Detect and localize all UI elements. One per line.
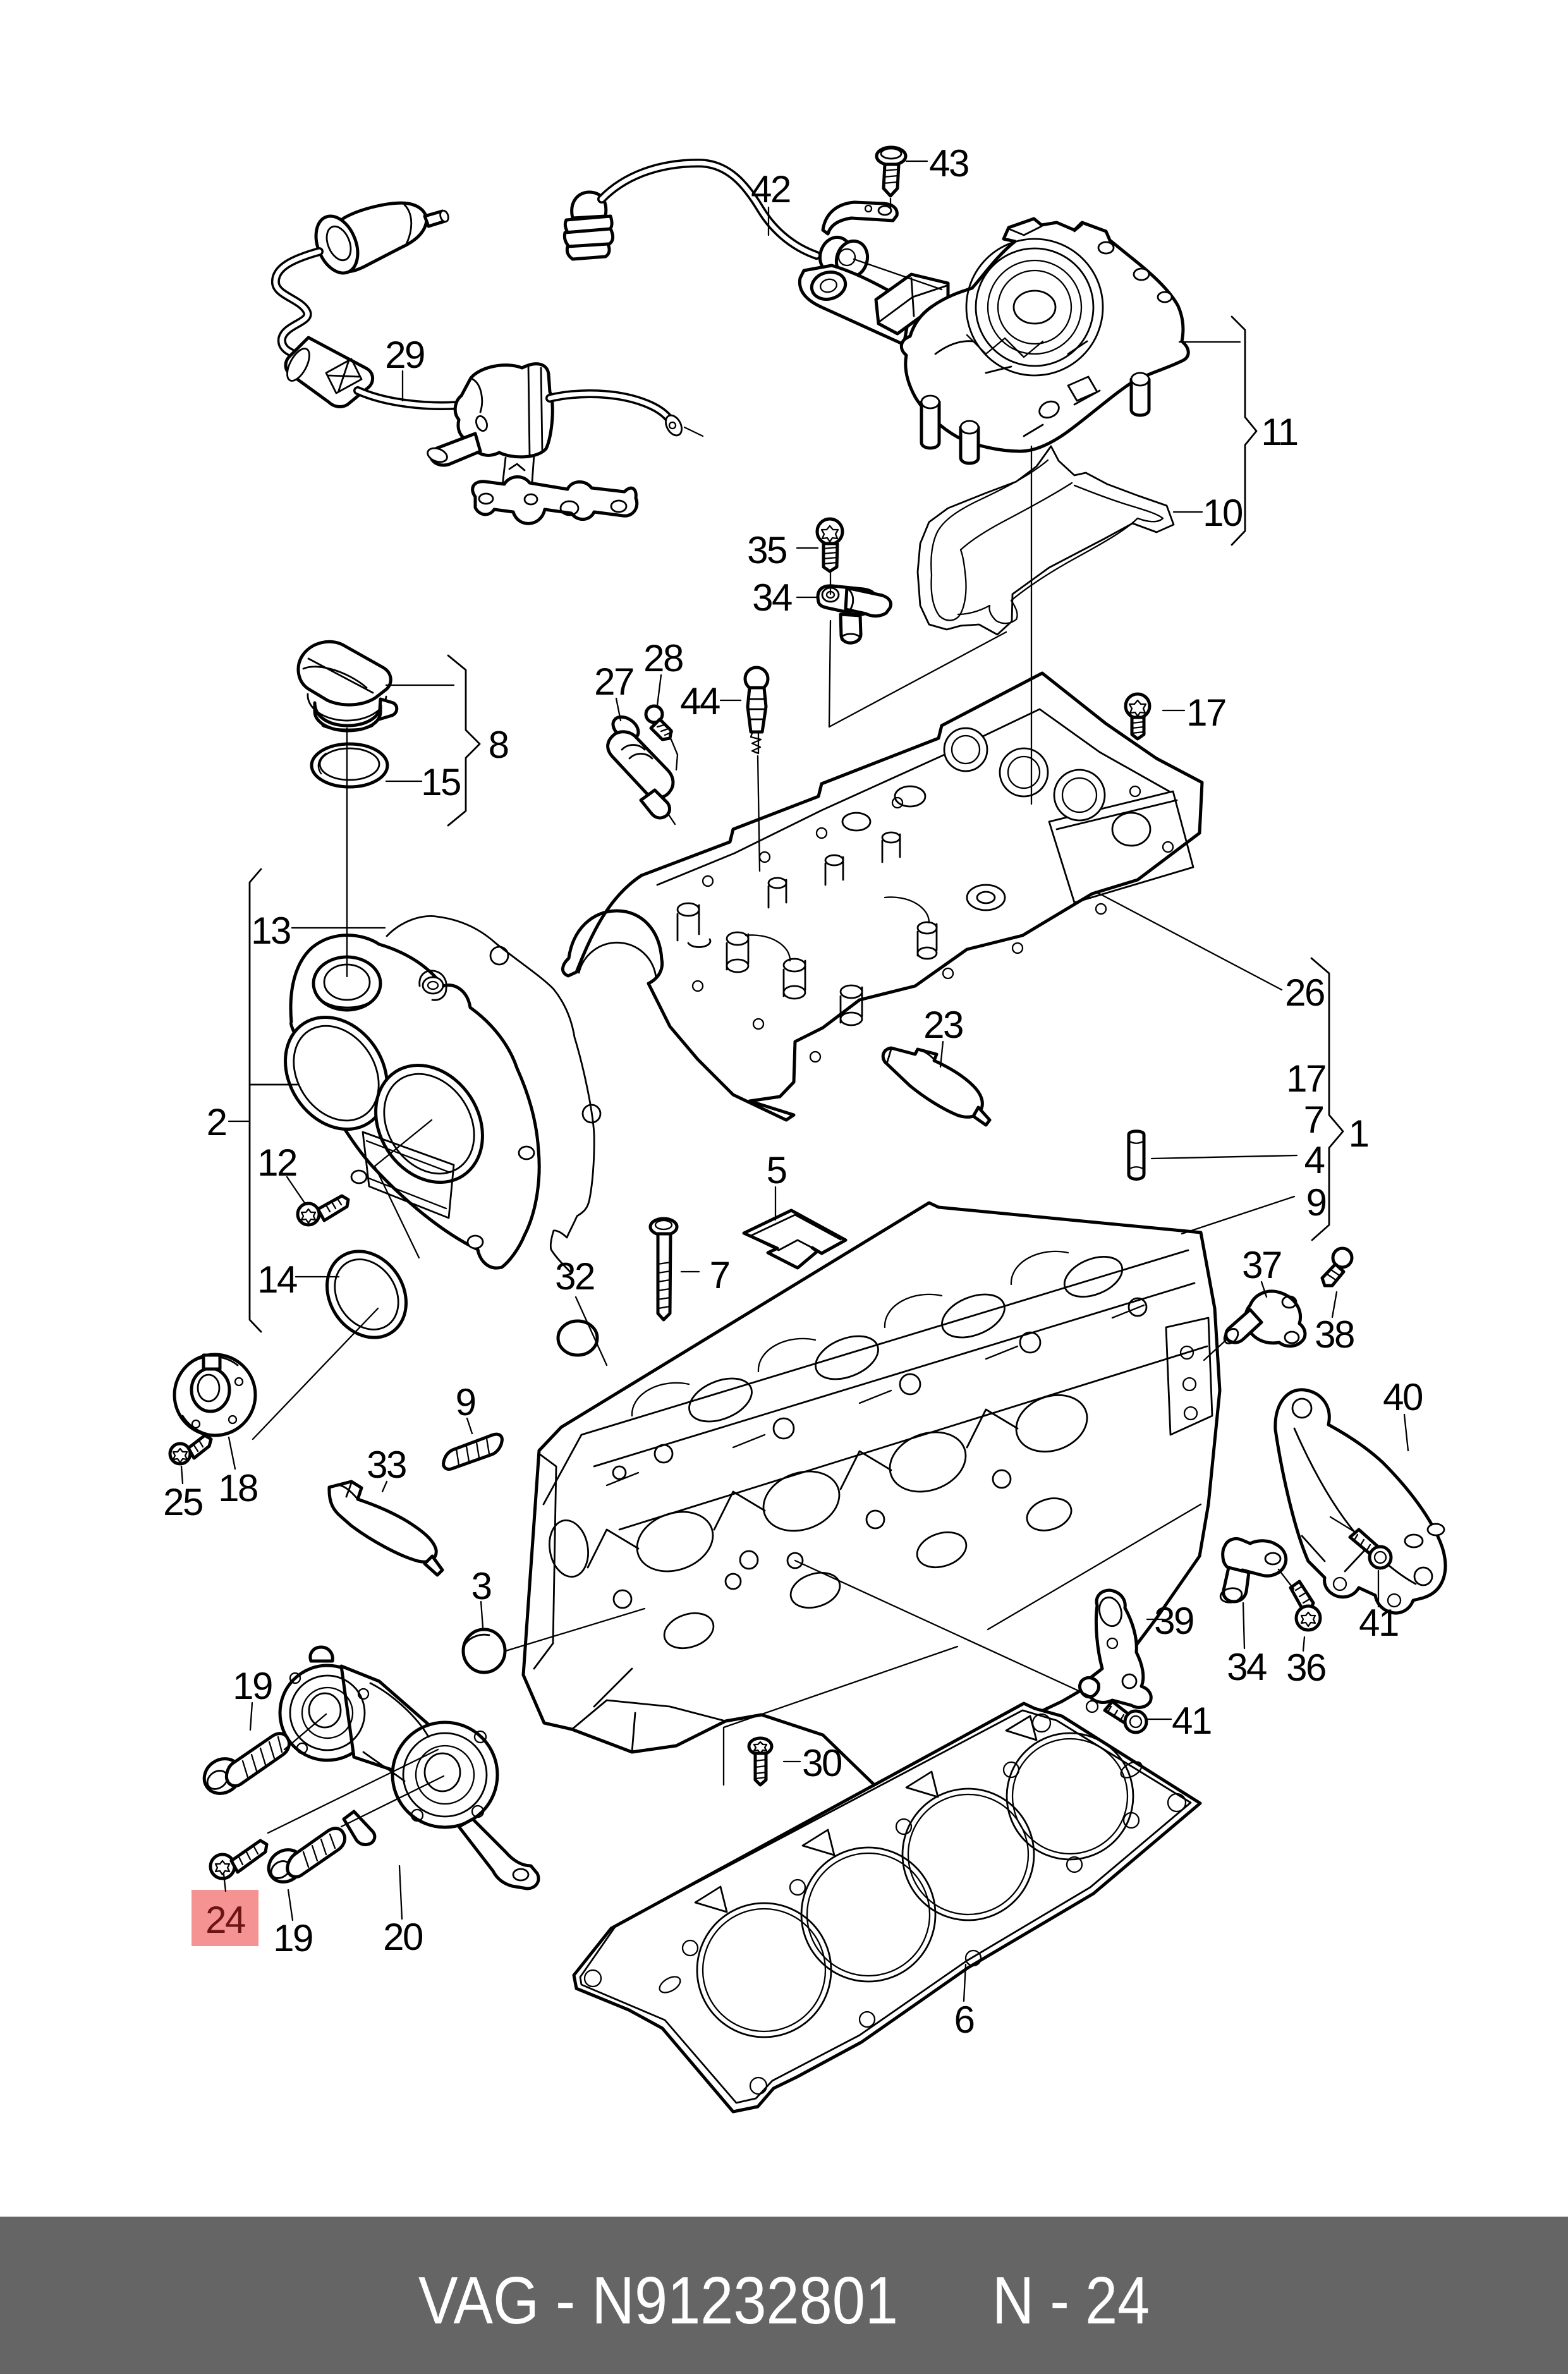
svg-text:8: 8 — [489, 724, 508, 766]
svg-text:19: 19 — [273, 1917, 312, 1959]
svg-text:41: 41 — [1172, 1700, 1211, 1742]
svg-text:25: 25 — [163, 1481, 202, 1523]
svg-text:9: 9 — [456, 1381, 475, 1423]
svg-text:27: 27 — [594, 660, 633, 703]
svg-text:10: 10 — [1203, 492, 1243, 534]
svg-text:6: 6 — [954, 1999, 974, 2041]
svg-text:23: 23 — [923, 1004, 963, 1046]
svg-text:11: 11 — [1261, 411, 1297, 453]
svg-text:7: 7 — [1304, 1099, 1323, 1141]
svg-text:39: 39 — [1154, 1600, 1193, 1642]
svg-text:3: 3 — [471, 1565, 491, 1607]
svg-text:30: 30 — [802, 1742, 842, 1784]
svg-text:14: 14 — [257, 1258, 297, 1301]
svg-text:40: 40 — [1383, 1376, 1423, 1418]
svg-text:15: 15 — [421, 761, 460, 803]
svg-text:34: 34 — [752, 576, 792, 619]
svg-text:20: 20 — [383, 1916, 423, 1958]
svg-text:17: 17 — [1186, 691, 1225, 734]
svg-text:38: 38 — [1315, 1313, 1354, 1356]
svg-text:13: 13 — [251, 910, 290, 952]
svg-text:34: 34 — [1227, 1646, 1267, 1688]
svg-text:1: 1 — [1349, 1112, 1368, 1155]
svg-text:37: 37 — [1242, 1244, 1281, 1286]
svg-text:43: 43 — [929, 142, 968, 185]
svg-text:44: 44 — [680, 680, 720, 722]
svg-text:2: 2 — [207, 1101, 226, 1143]
svg-text:24: 24 — [205, 1899, 245, 1941]
svg-text:9: 9 — [1306, 1181, 1326, 1224]
svg-text:41: 41 — [1359, 1602, 1398, 1644]
svg-text:32: 32 — [555, 1255, 594, 1298]
svg-text:18: 18 — [218, 1467, 257, 1509]
svg-text:28: 28 — [643, 637, 683, 679]
svg-text:42: 42 — [751, 168, 790, 210]
svg-text:VAG - N91232801: VAG - N91232801 — [418, 2263, 898, 2338]
svg-text:35: 35 — [747, 529, 786, 571]
svg-text:12: 12 — [257, 1141, 296, 1184]
svg-text:N - 24: N - 24 — [992, 2263, 1150, 2338]
svg-text:29: 29 — [385, 334, 424, 376]
svg-text:26: 26 — [1285, 971, 1324, 1014]
svg-text:17: 17 — [1286, 1057, 1325, 1100]
svg-text:5: 5 — [767, 1149, 786, 1191]
svg-text:36: 36 — [1286, 1647, 1325, 1689]
svg-text:19: 19 — [233, 1665, 272, 1707]
svg-text:33: 33 — [367, 1444, 406, 1486]
svg-text:4: 4 — [1304, 1139, 1325, 1181]
svg-text:7: 7 — [710, 1254, 729, 1296]
